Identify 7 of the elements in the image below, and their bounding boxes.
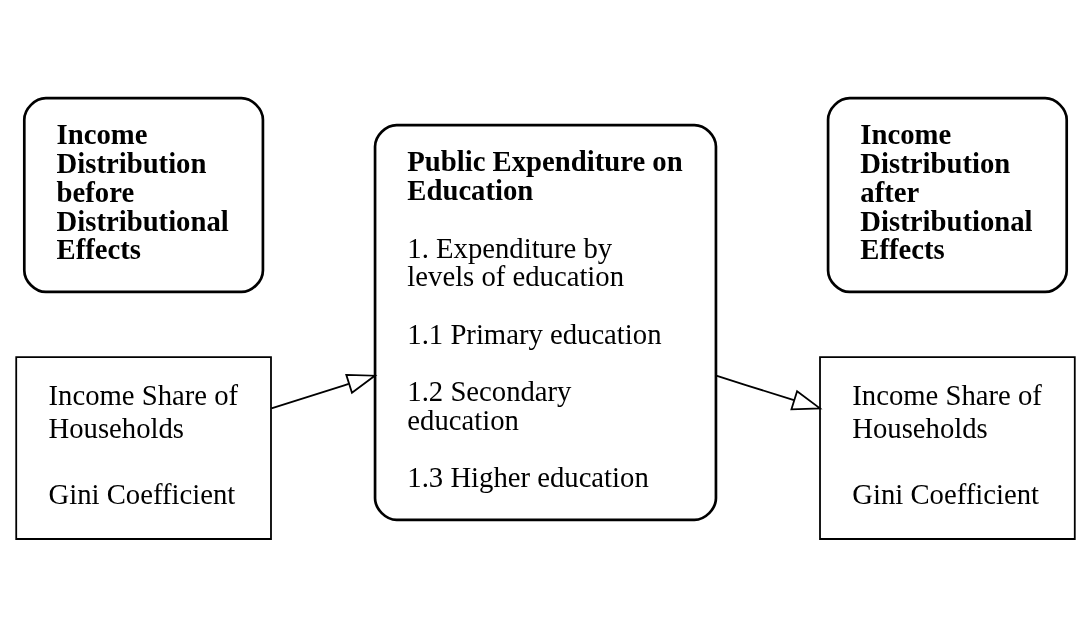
- node-box: Income Distribution after Distributional Effects: [826, 96, 1069, 294]
- arrow: [715, 374, 823, 411]
- node-box: Income Share of Households Gini Coefficient: [819, 356, 1076, 540]
- arrow: [270, 373, 378, 410]
- node-box: Income Share of Households Gini Coefficient: [15, 356, 272, 540]
- node-box: Public Expenditure on Education 1. Expenditure by levels of education 1.1 Primary education 1.2 Secondary education 1.3 Higher education: [373, 123, 718, 522]
- node-box: Income Distribution before Distributional Effects: [22, 96, 265, 294]
